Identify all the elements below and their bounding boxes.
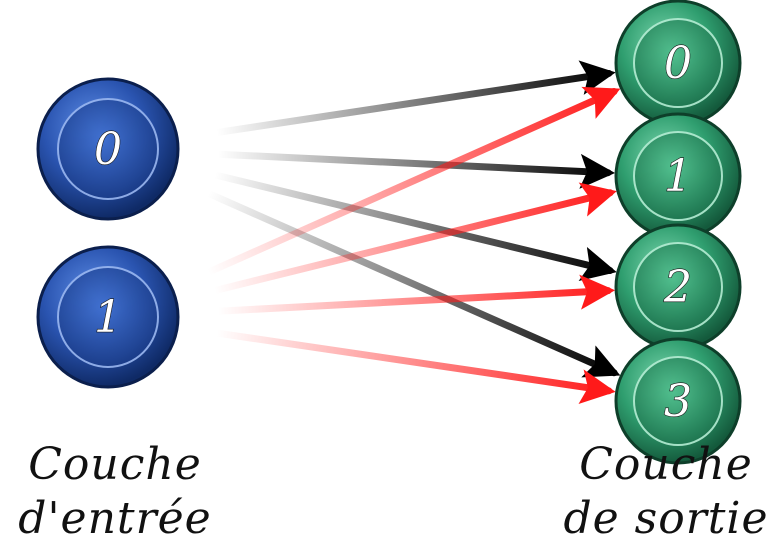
- input-node-label: 1: [94, 292, 122, 343]
- output-caption-line1: Couche: [579, 439, 753, 490]
- connection-arrow-in-1-to-out-1: [211, 182, 617, 295]
- output-layer-caption: Couche de sortie: [560, 438, 772, 546]
- connection-arrow-in-1-to-out-0: [204, 86, 621, 276]
- connections: [204, 60, 621, 405]
- output-caption-line2: de sortie: [563, 493, 769, 544]
- input-node-label: 0: [94, 124, 122, 175]
- output-node-label: 3: [664, 376, 692, 427]
- output-node-0: 0: [614, 0, 742, 127]
- input-caption-line2: d'entrée: [18, 493, 212, 544]
- output-node-1: 1: [614, 112, 742, 240]
- output-node-label: 2: [663, 262, 692, 313]
- connection-arrow-in-0-to-out-1: [214, 150, 616, 189]
- connection-arrow-in-0-to-out-3: [205, 189, 621, 378]
- output-node-label: 1: [664, 151, 692, 202]
- connection-arrow-in-1-to-out-2: [214, 274, 616, 315]
- output-node-2: 2: [614, 223, 742, 351]
- input-layer-caption: Couche d'entrée: [0, 438, 230, 546]
- input-node-0: 0: [36, 77, 180, 221]
- output-node-3: 3: [614, 337, 742, 465]
- connection-arrow-in-1-to-out-3: [213, 329, 616, 405]
- connection-arrow-in-0-to-out-0: [213, 60, 616, 137]
- output-node-label: 0: [664, 38, 692, 89]
- input-node-1: 1: [36, 245, 180, 389]
- connection-arrow-in-0-to-out-2: [211, 171, 617, 281]
- input-caption-line1: Couche: [28, 439, 202, 490]
